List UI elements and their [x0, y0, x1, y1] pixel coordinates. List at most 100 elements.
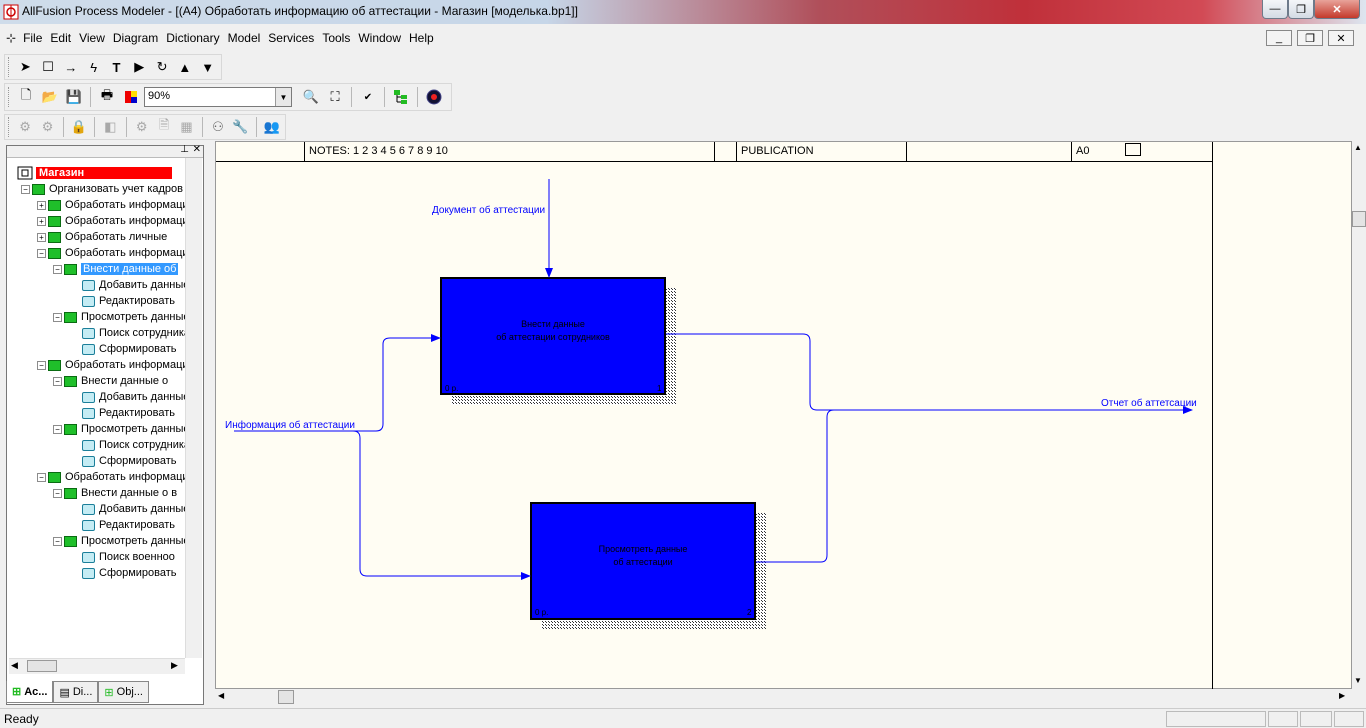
text-tool-icon[interactable]: T — [112, 59, 121, 75]
scroll-up-icon[interactable]: ▲ — [1354, 143, 1362, 152]
tree-item[interactable]: +Обработать информацию — [37, 197, 185, 213]
activity-box-2[interactable] — [530, 502, 756, 620]
tree-item[interactable]: −Просмотреть данные — [53, 533, 185, 549]
maximize-button[interactable]: ❐ — [1288, 0, 1314, 19]
close-button[interactable]: ✕ — [1314, 0, 1360, 19]
mdi-minimize-button[interactable]: _ — [1266, 30, 1292, 46]
mdi-doc-icon[interactable]: ⊹ — [6, 31, 17, 45]
refresh-icon[interactable]: ↻ — [156, 59, 168, 74]
title-bar[interactable]: AllFusion Process Modeler - [(A4) Обрабо… — [0, 0, 1366, 24]
go-to-child-icon[interactable]: ▶ — [134, 59, 145, 74]
menu-file[interactable]: File — [23, 31, 43, 45]
collapse-icon[interactable]: − — [21, 184, 30, 194]
tree-item[interactable]: +Обработать информацию — [37, 213, 185, 229]
toolbar-grip[interactable] — [8, 117, 11, 137]
collapse-icon[interactable]: − — [53, 376, 62, 386]
tree-item[interactable]: −Внести данные о — [53, 373, 168, 389]
go-to-parent-icon[interactable]: ▲ — [178, 59, 192, 75]
mdi-restore-button[interactable]: ❐ — [1297, 30, 1323, 46]
collapse-icon[interactable]: − — [37, 472, 46, 482]
color-palette-icon[interactable] — [120, 86, 142, 108]
tree-item[interactable]: −Обработать информацию — [37, 245, 185, 261]
mart-report-icon[interactable]: 🗎 — [158, 117, 170, 132]
menu-dictionary[interactable]: Dictionary — [166, 31, 220, 45]
collapse-icon[interactable]: − — [53, 264, 62, 274]
expand-icon[interactable]: + — [37, 200, 46, 210]
lock-icon[interactable]: 🔒 — [70, 119, 87, 134]
menu-edit[interactable]: Edit — [50, 31, 72, 45]
mart-grid-icon[interactable]: ▦ — [180, 119, 193, 134]
tree-item[interactable]: Редактировать — [69, 517, 175, 533]
minimize-button[interactable]: — — [1262, 0, 1288, 19]
box-tool-icon[interactable]: ☐ — [42, 59, 54, 74]
output-arrow-label[interactable]: Отчет об аттетсации — [1101, 397, 1197, 409]
tree-item[interactable]: −Обработать информацию — [37, 357, 185, 373]
tree-item[interactable]: +Обработать личные — [37, 229, 167, 245]
tree-item[interactable]: −Организовать учет кадров — [21, 181, 183, 197]
input-arrow-box2[interactable] — [352, 430, 531, 580]
mart-merge-icon[interactable]: ⚙ — [135, 119, 148, 134]
scroll-thumb[interactable] — [27, 660, 57, 672]
close-icon[interactable]: ✕ — [192, 144, 201, 155]
tree-root[interactable]: Магазин — [17, 165, 172, 181]
diagram-canvas[interactable]: NOTES: 1 2 3 4 5 6 7 8 9 10 PUBLICATION … — [215, 141, 1352, 690]
toolbar-grip[interactable] — [8, 57, 11, 77]
output-arrow-box2[interactable] — [756, 409, 835, 563]
scroll-thumb[interactable] — [1352, 211, 1366, 227]
menu-window[interactable]: Window — [358, 31, 402, 45]
tree-item[interactable]: Редактировать — [69, 405, 175, 421]
tree-item[interactable]: −Внести данные о в — [53, 485, 177, 501]
control-arrow-label[interactable]: Документ об аттестации — [432, 204, 545, 216]
menu-tools[interactable]: Tools — [322, 31, 351, 45]
mdi-close-button[interactable]: ✕ — [1328, 30, 1354, 46]
go-down-icon[interactable]: ▼ — [201, 59, 215, 75]
tab-objects[interactable]: ⊞ Obj... — [98, 681, 149, 703]
tree-vertical-scrollbar[interactable] — [185, 158, 202, 658]
tree-item[interactable]: Сформировать — [69, 453, 177, 469]
tree-horizontal-scrollbar[interactable]: ◀ ▶ — [9, 658, 185, 674]
squiggle-tool-icon[interactable]: ϟ — [90, 59, 98, 75]
model-explorer-icon[interactable] — [390, 86, 412, 108]
zoom-fit-icon[interactable]: ⛶ — [330, 89, 340, 104]
dock-pin-icon[interactable]: ⊥ — [180, 144, 189, 155]
mart-disconnect-icon[interactable]: ⚙ — [41, 119, 54, 134]
scroll-left-icon[interactable]: ◀ — [218, 691, 225, 700]
model-mart-icon[interactable] — [423, 86, 445, 108]
menu-model[interactable]: Model — [227, 31, 261, 45]
tree-item[interactable]: Сформировать — [69, 341, 177, 357]
mart-object-icon[interactable]: ◧ — [104, 119, 117, 134]
tree-item[interactable]: Добавить данные — [69, 501, 185, 517]
collapse-icon[interactable]: − — [53, 424, 62, 434]
tree-item[interactable]: −Просмотреть данные — [53, 421, 185, 437]
tree-item[interactable]: Поиск военноо — [69, 549, 175, 565]
open-folder-icon[interactable]: 📂 — [41, 89, 59, 104]
collapse-icon[interactable]: − — [53, 312, 62, 322]
tree-item[interactable]: Редактировать — [69, 293, 175, 309]
tree-item[interactable]: −Внести данные об — [53, 261, 179, 277]
toolbar-grip[interactable] — [8, 87, 11, 107]
save-icon[interactable]: 💾 — [65, 89, 83, 104]
arrow-tool-icon[interactable]: → — [64, 59, 78, 75]
mart-users-icon[interactable]: ⚇ — [212, 119, 224, 134]
chevron-down-icon[interactable]: ▼ — [275, 88, 291, 106]
diagram-vertical-scrollbar[interactable]: ▲ ▼ — [1352, 141, 1366, 689]
expand-icon[interactable]: + — [37, 216, 46, 226]
diagram-horizontal-scrollbar[interactable]: ◀ ▶ — [215, 689, 1352, 705]
activity-box-1[interactable] — [440, 277, 666, 395]
tree-item[interactable]: Сформировать — [69, 565, 177, 581]
menu-view[interactable]: View — [79, 31, 105, 45]
menu-help[interactable]: Help — [409, 31, 434, 45]
tree-item[interactable]: −Просмотреть данные — [53, 309, 185, 325]
new-file-icon[interactable]: 🗋 — [20, 87, 32, 102]
collapse-icon[interactable]: − — [37, 360, 46, 370]
people-icon[interactable]: 👥 — [263, 119, 280, 134]
scroll-thumb[interactable] — [278, 690, 294, 704]
collapse-icon[interactable]: − — [53, 536, 62, 546]
tab-activities[interactable]: ⊞ Ac... — [6, 681, 54, 703]
collapse-icon[interactable]: − — [53, 488, 62, 498]
collapse-icon[interactable]: − — [37, 248, 46, 258]
input-arrow-label[interactable]: Информация об аттестации — [225, 419, 355, 431]
tree-item[interactable]: Поиск сотрудника — [69, 325, 185, 341]
menu-services[interactable]: Services — [268, 31, 315, 45]
zoom-combo[interactable]: 90% ▼ — [144, 87, 292, 107]
